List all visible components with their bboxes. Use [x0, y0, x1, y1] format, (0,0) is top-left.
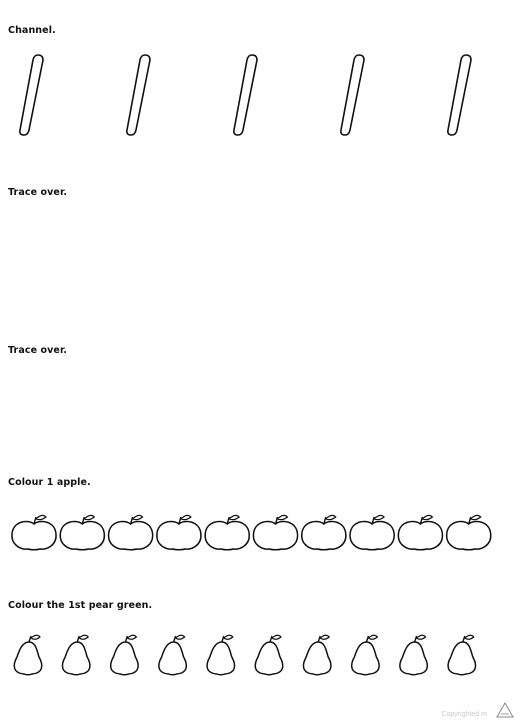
pear-icon: [447, 634, 477, 676]
pear-icon: [13, 634, 43, 676]
apple-icon: [156, 514, 202, 551]
channel-stroke: [447, 54, 472, 136]
channel-instruction: Channel.: [8, 25, 56, 36]
channel-strokes: [19, 54, 472, 136]
pear-row: [13, 634, 477, 676]
pear-icon: [158, 634, 188, 676]
channel-stroke: [340, 54, 365, 136]
trace-instruction-2: Trace over.: [8, 345, 68, 356]
apple-icon: [204, 514, 250, 551]
pear-icon: [350, 634, 380, 676]
apple-icon: [445, 514, 492, 551]
apple-icon: [397, 514, 444, 551]
apple-icon: [252, 514, 299, 551]
apple-icon: [107, 514, 154, 551]
apple-icon: [11, 514, 57, 551]
trace-instruction-1: Trace over.: [8, 187, 68, 198]
pear-icon: [254, 634, 284, 676]
pear-instruction: Colour the 1st pear green.: [8, 600, 153, 611]
channel-stroke: [126, 54, 151, 136]
apple-instruction: Colour 1 apple.: [8, 477, 91, 488]
pear-icon: [399, 634, 429, 676]
pear-icon: [302, 634, 332, 676]
pear-icon: [61, 634, 91, 676]
apple-row: [11, 514, 492, 551]
pear-icon: [109, 634, 139, 676]
publisher-logo: [496, 702, 514, 718]
apple-icon: [349, 514, 395, 551]
pear-icon: [206, 634, 236, 676]
apple-icon: [59, 514, 106, 551]
copyright-text: Copyrighted m: [441, 711, 487, 718]
channel-stroke: [233, 54, 258, 136]
channel-stroke: [19, 54, 44, 136]
apple-icon: [301, 514, 347, 551]
